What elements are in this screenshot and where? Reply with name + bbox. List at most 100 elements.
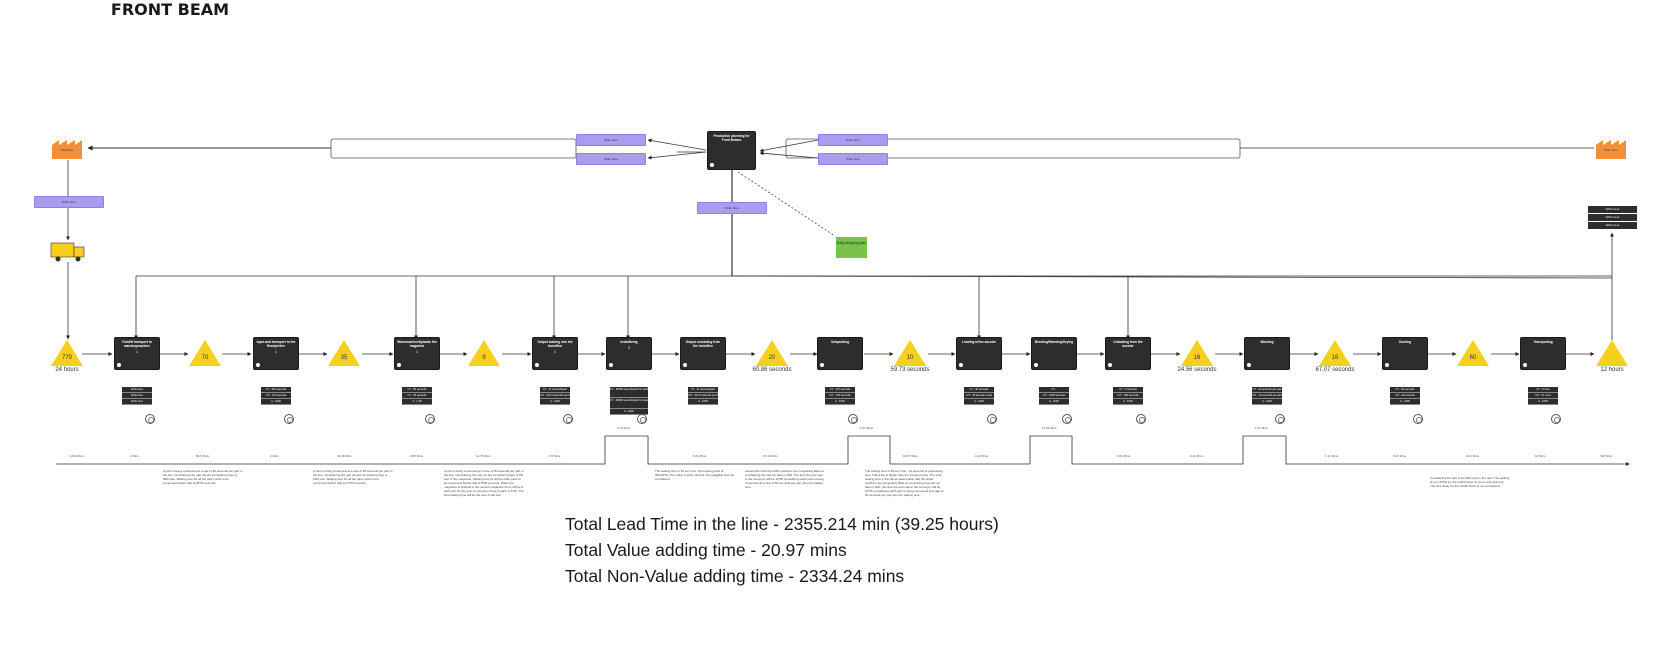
timeline-label: 19.87 Mins	[903, 454, 918, 458]
operator-icon	[1275, 414, 1285, 424]
total-value-adding-time: Total Value adding time - 20.97 mins	[565, 540, 847, 560]
process-box[interactable]: Output unloading from the transfline	[681, 338, 725, 369]
timeline-label: 0.95 Mins	[410, 454, 424, 458]
process-box[interactable]: Transporting	[1521, 338, 1565, 369]
timeline-label: 2 Mins	[130, 454, 139, 458]
operator-icon	[535, 363, 539, 367]
total-lead-time: Total Lead Time in the line - 2355.214 m…	[565, 514, 999, 534]
note-left-1[interactable]: Write here	[576, 134, 646, 146]
production-control-label: Production planning for Front Beams	[713, 134, 750, 142]
operator-icon	[117, 363, 121, 367]
production-control[interactable]: Production planning for Front Beams	[708, 132, 755, 169]
note-control[interactable]: Write here	[697, 202, 767, 214]
operator-icon	[425, 414, 435, 424]
process-box[interactable]: Unloading from the ascolor	[1106, 338, 1150, 369]
inventory-triangle: 60	[1456, 339, 1490, 367]
process-box[interactable]: Subpacking	[818, 338, 862, 369]
timeline-label: 5.47 Mins	[860, 426, 874, 430]
factory-icon	[52, 140, 82, 159]
timeline-label: 0.5 Mins	[549, 454, 561, 458]
waiting-note: Assumption that the buffer positions are…	[745, 469, 824, 489]
process-box[interactable]: Ducting	[1383, 338, 1427, 369]
inventory-triangle: 70	[188, 339, 222, 367]
customer-stack: Write here Write here Write here	[1588, 206, 1637, 229]
note-left-2[interactable]: Write here	[576, 153, 646, 165]
note-supplier[interactable]: Write here	[34, 196, 104, 208]
operator-icon	[848, 414, 858, 424]
operator-icon	[1034, 363, 1038, 367]
inventory-label: 59.73 seconds	[890, 367, 930, 373]
operator-icon	[1551, 414, 1561, 424]
operator-icon	[1108, 363, 1112, 367]
note-right-2[interactable]: Write here	[818, 153, 888, 165]
customer-factory: Write here	[1594, 136, 1628, 160]
waiting-note: The waiting time is 60 sec time - 10 sec…	[865, 469, 944, 497]
timeline-label: 69.5 Mins	[196, 454, 210, 458]
customer-label: Write here	[1604, 148, 1618, 152]
inventory-label: 24 hours	[55, 367, 79, 373]
waiting-note: The waiting time is 40 sec time. (Proces…	[655, 469, 734, 481]
operator-icon	[1136, 414, 1146, 424]
inventory-label: 12 hours	[1600, 367, 1624, 373]
factory-icon	[1596, 140, 1626, 159]
shipping-plan-note[interactable]: Daily shipping plan	[836, 237, 867, 258]
timeline-label: 12 Mins	[1535, 454, 1546, 458]
inventory-label: 24.56 seconds	[1177, 367, 1217, 373]
timeline-label: 2 Mins	[270, 454, 279, 458]
info-flow-left-box	[330, 138, 577, 159]
operator-icon	[563, 414, 573, 424]
inventory-triangle: 770	[50, 339, 84, 367]
inventory-label: 67.07 seconds	[1315, 367, 1355, 373]
process-box[interactable]: Loading Inline ascolor	[957, 338, 1001, 369]
timeline-label: 0.10 Mins	[975, 454, 989, 458]
timeline-label: 0.47 Mins	[1393, 454, 1407, 458]
timeline-label: 1.12 Mins	[1325, 454, 1339, 458]
inventory-triangle: 10	[893, 339, 927, 367]
stack-item: Write here	[1588, 222, 1637, 229]
supplier-factory: Wkbhuse	[50, 136, 84, 160]
inventory-triangle: 16	[1180, 339, 1214, 367]
operator-icon	[1385, 363, 1389, 367]
timeline-ladder	[56, 435, 1626, 465]
inventory-triangle: 9	[467, 339, 501, 367]
stack-item: Write here	[1588, 214, 1637, 221]
process-box[interactable]: Washing	[1245, 338, 1289, 369]
operator-icon	[1413, 414, 1423, 424]
note-right-1[interactable]: Write here	[818, 134, 888, 146]
process-box[interactable]: Bending/Warming/Drying	[1032, 338, 1076, 369]
operator-icon	[959, 363, 963, 367]
stack-item: Write here	[1588, 206, 1637, 213]
timeline-label: 0.41 Mins	[1190, 454, 1204, 458]
total-non-value-adding-time: Total Non-Value adding time - 2334.24 mi…	[565, 566, 905, 586]
diagram-title: FRONT BEAM	[110, 0, 230, 19]
inventory-triangle	[1595, 339, 1629, 367]
data-box: CT - 30000 seconds/part for parts at a s…	[610, 387, 648, 415]
inventory-triangle: 20	[755, 339, 789, 367]
operator-icon	[1062, 414, 1072, 424]
waiting-note: A part is being consumed at a rate of 50…	[313, 469, 393, 485]
waiting-note: Considering the part is the 60th part in…	[1430, 476, 1510, 488]
inventory-triangle: 35	[327, 339, 361, 367]
timeline-label: 720 Mins	[1600, 454, 1613, 458]
timeline-label: 42.3 Mins	[1466, 454, 1480, 458]
truck-icon	[50, 242, 85, 262]
timeline-label: 1.57 Mins	[1255, 426, 1269, 430]
timeline-label: 11.75 Mins	[476, 454, 491, 458]
operator-icon	[284, 414, 294, 424]
operator-icon	[397, 363, 401, 367]
timeline-label: 1440 Mins	[70, 454, 84, 458]
